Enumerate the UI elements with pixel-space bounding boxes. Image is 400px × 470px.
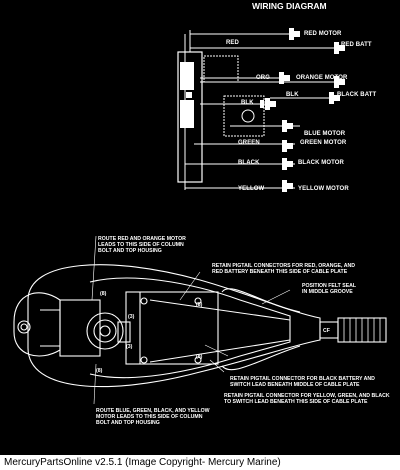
callout-route-blue-green-3: BOLT AND TOP HOUSING (96, 420, 160, 426)
label-red: RED (226, 40, 240, 46)
part-number-1: (8) (100, 291, 107, 297)
label-green-motor: GREEN MOTOR (300, 140, 347, 146)
callout-felt-seal-2: IN MIDDLE GROOVE (302, 289, 353, 295)
part-number-3: (8) (196, 302, 203, 308)
callout-leader-lines (91, 235, 291, 405)
callout-retain-yellow-green-2: TO SWITCH LEAD BENEATH THIS SIDE OF CABL… (224, 399, 368, 405)
label-yellow-motor: YELLOW MOTOR (298, 186, 349, 192)
wiring-diagram-figure: WIRING DIAGRAM (0, 0, 400, 455)
part-number-2: (3) (128, 314, 135, 320)
callout-retain-red-orange-1: RETAIN PIGTAIL CONNECTORS FOR RED, ORANG… (212, 263, 355, 269)
callout-route-blue-green-1: ROUTE BLUE, GREEN, BLACK, AND YELLOW (96, 408, 210, 414)
label-orange-motor: ORANGE MOTOR (296, 75, 348, 81)
callout-retain-black-1: RETAIN PIGTAIL CONNECTOR FOR BLACK BATTE… (230, 376, 375, 382)
callout-felt-seal-1: POSITION FELT SEAL (302, 283, 357, 289)
part-number-6: (8) (96, 368, 103, 374)
motor-housing-drawing (13, 264, 387, 388)
label-black: BLACK (238, 160, 260, 166)
label-black-motor: BLACK MOTOR (298, 160, 345, 166)
callout-route-red-orange-2: LEADS TO THIS SIDE OF COLUMN (98, 242, 184, 248)
resistor-block-2 (223, 95, 265, 137)
label-red-motor: RED MOTOR (304, 31, 342, 37)
part-number-5: (3) (126, 344, 133, 350)
label-blk-1: BLK (241, 100, 254, 106)
label-org: ORG (256, 75, 270, 81)
label-green: GREEN (238, 140, 260, 146)
callout-route-blue-green-2: MOTOR LEADS TO THIS SIDE OF COLUMN (96, 414, 203, 420)
switch-block-2 (180, 100, 194, 128)
label-black-batt: BLACK BATT (337, 92, 376, 98)
wire-connectors (186, 28, 345, 192)
label-blue-motor: BLUE MOTOR (304, 131, 346, 137)
callout-route-red-orange-3: BOLT AND TOP HOUSING (98, 248, 162, 254)
callout-retain-black-2: SWITCH LEAD BENEATH MIDDLE OF CABLE PLAT… (230, 382, 360, 388)
callout-retain-yellow-green-1: RETAIN PIGTAIL CONNECTOR FOR YELLOW, GRE… (224, 393, 390, 399)
label-blk-2: BLK (286, 92, 299, 98)
relay-coil (241, 109, 255, 123)
shaft-marking: CF (323, 328, 330, 334)
label-red-batt: RED BATT (341, 42, 372, 48)
switch-block-1 (180, 62, 194, 90)
callout-retain-red-orange-2: RED BATTERY BENEATH THIS SIDE OF CABLE P… (212, 269, 348, 275)
diagram-canvas: WIRING DIAGRAM (13, 1, 390, 426)
diagram-title: WIRING DIAGRAM (252, 1, 327, 11)
callout-route-red-orange-1: ROUTE RED AND ORANGE MOTOR (98, 236, 186, 242)
image-caption: MercuryPartsOnline v2.5.1 (Image Copyrig… (0, 455, 400, 470)
label-yellow: YELLOW (238, 186, 265, 192)
part-number-4: (8) (196, 354, 203, 360)
